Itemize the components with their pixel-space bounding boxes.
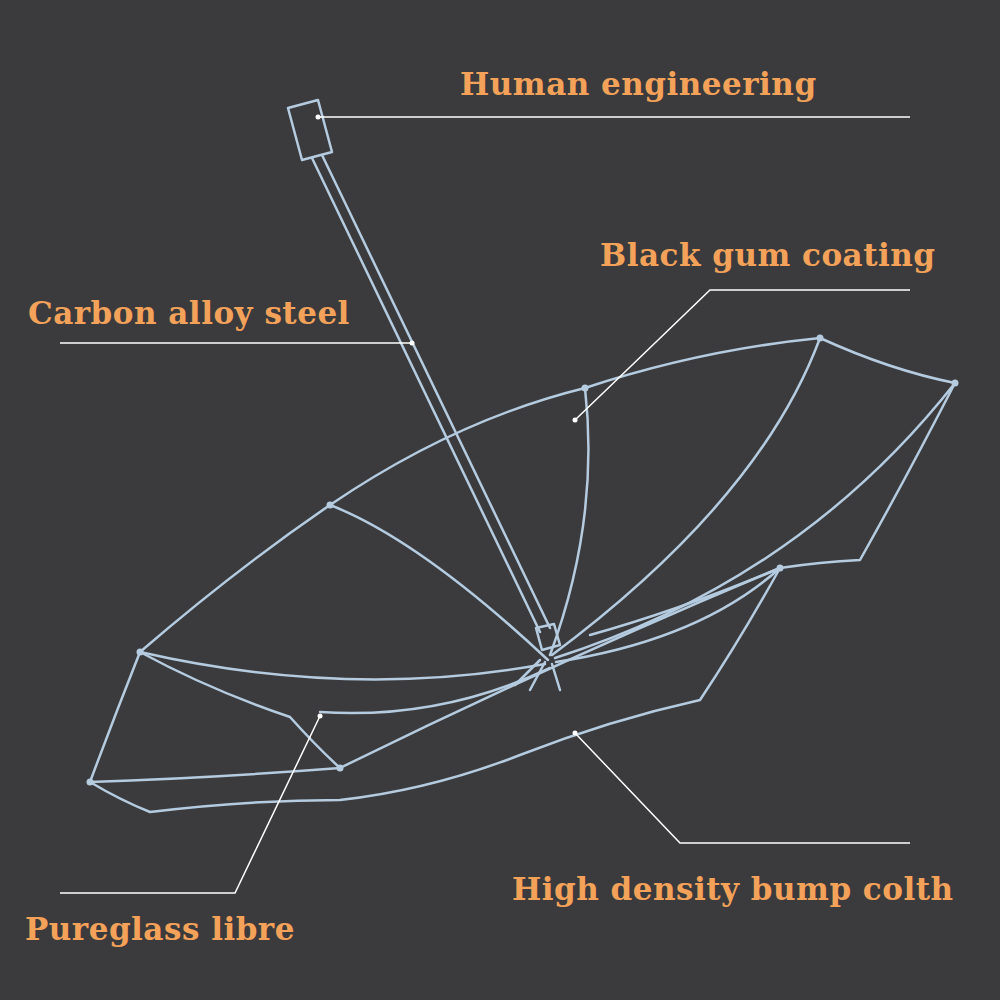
leader-line	[575, 733, 910, 843]
umbrella-handle	[288, 100, 332, 160]
umbrella-rib	[320, 668, 550, 713]
umbrella-frame	[90, 100, 955, 812]
part-label-box: High density bump colth	[512, 872, 954, 906]
umbrella-rib	[550, 388, 588, 655]
leader-dots	[316, 115, 578, 736]
umbrella-rib	[556, 568, 780, 662]
part-label: Pureglass libre	[25, 911, 295, 947]
part-label-box: Pureglass libre	[25, 912, 295, 946]
leader-lines	[60, 117, 910, 893]
umbrella-shaft	[312, 155, 550, 632]
rib-tips	[87, 335, 959, 786]
umbrella-canopy-top	[140, 338, 955, 652]
part-label: Carbon alloy steel	[28, 295, 350, 331]
umbrella-canopy-front	[90, 568, 780, 812]
leader-line	[60, 342, 412, 344]
umbrella-canopy-edge	[90, 768, 340, 782]
leader-line	[60, 716, 320, 893]
umbrella-stretchers	[515, 660, 560, 690]
umbrella-rib	[552, 338, 820, 655]
umbrella-rib	[330, 505, 548, 660]
part-label: High density bump colth	[512, 871, 954, 907]
umbrella-rib	[140, 652, 545, 679]
leader-line	[575, 290, 910, 420]
part-label: Black gum coating	[600, 237, 935, 273]
leader-line	[318, 116, 910, 118]
umbrella-rib	[555, 383, 955, 658]
part-label-box: Human engineering	[460, 67, 817, 101]
part-label-box: Carbon alloy steel	[28, 296, 350, 330]
part-label-box: Black gum coating	[600, 238, 935, 272]
part-label: Human engineering	[460, 66, 817, 102]
